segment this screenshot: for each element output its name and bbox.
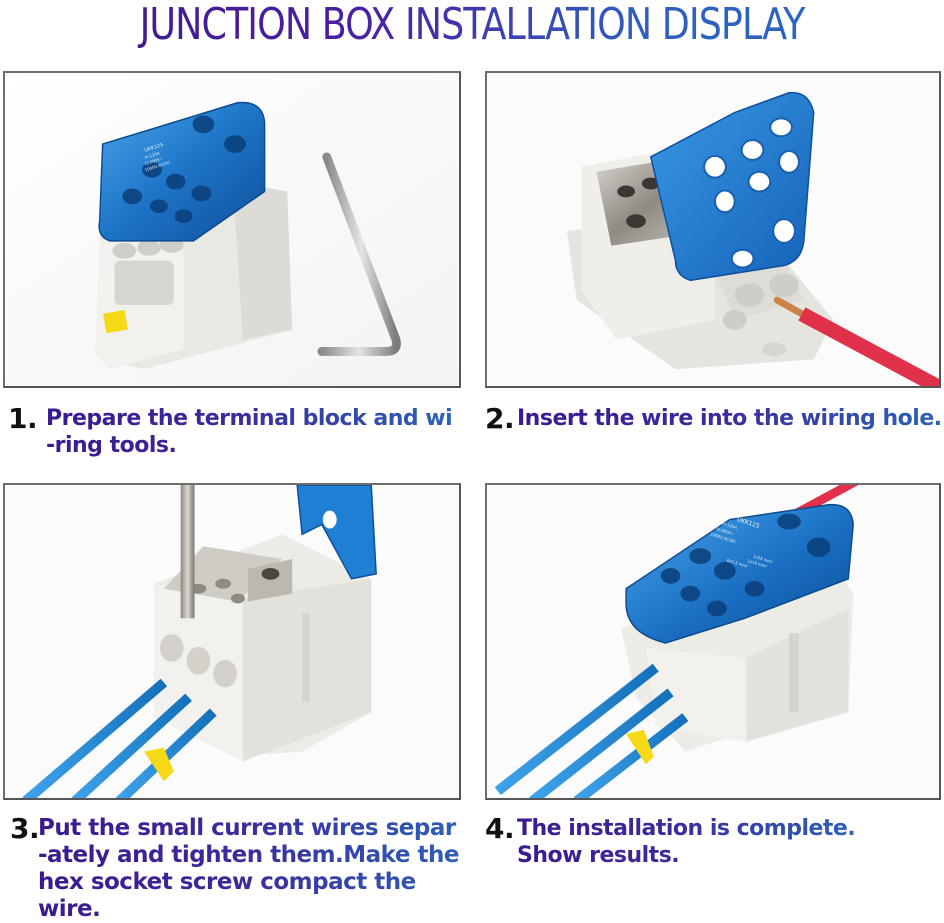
step-1-image: UKK125 In:125A Ui:690V~ 1000V AC/DC <box>3 71 461 388</box>
open-terminal-block-with-red-wire-illustration <box>487 73 939 386</box>
step-4-image: UKK125 In:125A Ui:690V~ 1000V AC/DC 1x25… <box>485 483 941 800</box>
step-number: 3. <box>10 812 40 845</box>
svg-text:Ui:690V~: Ui:690V~ <box>716 526 735 537</box>
step-number: 1. <box>8 402 38 435</box>
step-3-caption: 3. Put the small current wires separ -at… <box>10 812 470 923</box>
step-3-image <box>3 483 461 800</box>
step-text: Put the small current wires separ -ately… <box>38 815 470 923</box>
step-number: 4. <box>485 812 515 845</box>
tightening-screws-with-blue-wires-illustration <box>5 485 459 798</box>
step-2-caption: 2. Insert the wire into the wiring hole. <box>485 405 944 437</box>
svg-text:Ui:690V~: Ui:690V~ <box>144 156 163 167</box>
step-text: Insert the wire into the wiring hole. <box>517 406 942 431</box>
svg-text:6x1.5 mm²: 6x1.5 mm² <box>726 557 748 569</box>
step-2-image <box>485 71 941 388</box>
step-1-caption: 1. Prepare the terminal block and wi -ri… <box>8 405 468 465</box>
completed-installation-illustration: UKK125 In:125A Ui:690V~ 1000V AC/DC 1x25… <box>487 485 939 798</box>
step-4-caption: 4. The installation is complete. Show re… <box>485 815 925 875</box>
step-text: Prepare the terminal block and wi -ring … <box>46 406 453 458</box>
terminal-block-and-hex-key-illustration: UKK125 In:125A Ui:690V~ 1000V AC/DC <box>5 73 459 386</box>
svg-text:In:125A: In:125A <box>722 521 738 531</box>
page-title: JUNCTION BOX INSTALLATION DISPLAY <box>38 0 906 54</box>
step-text: The installation is complete. Show resul… <box>517 816 856 868</box>
svg-text:UKK125: UKK125 <box>144 142 164 154</box>
svg-text:1x16 mm²: 1x16 mm² <box>747 558 768 569</box>
svg-text:1x25 mm²: 1x25 mm² <box>753 553 774 564</box>
step-number: 2. <box>485 402 515 435</box>
svg-text:In:125A: In:125A <box>144 150 160 160</box>
